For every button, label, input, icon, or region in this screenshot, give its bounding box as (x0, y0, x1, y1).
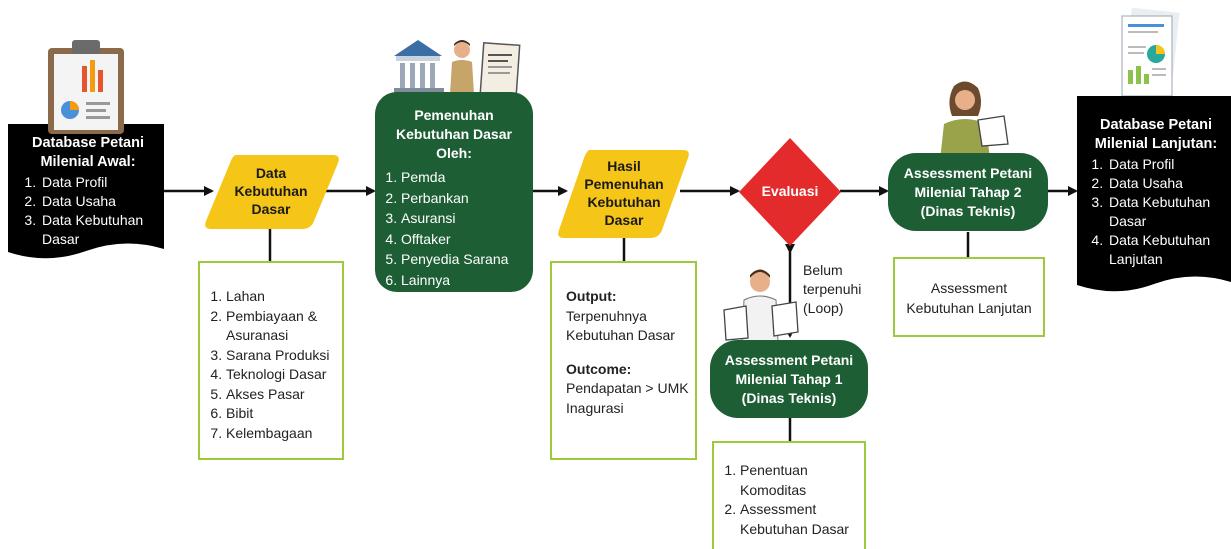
pemenuhan-card: Pemenuhan Kebutuhan Dasar Oleh: Pemda Pe… (375, 92, 533, 292)
end-box-item: Data Profil (1107, 155, 1227, 174)
end-box-title: Database Petani Milenial Lanjutan: (1094, 117, 1218, 152)
list-item: Pembiayaan & Asuranasi (226, 307, 338, 346)
tahap1-pill: Assessment Petani Milenial Tahap 1 (Dina… (710, 340, 868, 418)
start-box-shape (8, 124, 164, 259)
data-kebutuhan-list: Lahan Pembiayaan & Asuranasi Sarana Prod… (200, 287, 338, 443)
loop-label: Belum terpenuhi (Loop) (803, 262, 862, 316)
list-item: Asuransi (401, 208, 533, 229)
tahap1-title: Assessment Petani Milenial Tahap 1 (Dina… (724, 351, 854, 406)
start-box-item: Data Profil (40, 173, 158, 192)
output-title: Output: (566, 288, 617, 304)
list-item: Sarana Produksi (226, 346, 338, 366)
end-box-item: Data Kebutuhan Dasar (1107, 193, 1227, 231)
start-box: Database Petani Milenial Awal: Data Prof… (18, 134, 158, 249)
tahap1-list: Penentuan Komoditas Assessment Kebutuhan… (714, 461, 860, 539)
end-box-list: Data Profil Data Usaha Data Kebutuhan Da… (1085, 155, 1227, 269)
list-item: Teknologi Dasar (226, 365, 338, 385)
start-box-title: Database Petani Milenial Awal: (31, 135, 145, 170)
man-reading-icon (723, 269, 799, 342)
end-box-item: Data Usaha (1107, 174, 1227, 193)
woman-reading-icon (940, 81, 1009, 160)
start-box-list: Data Profil Data Usaha Data Kebutuhan Da… (18, 173, 158, 249)
tahap2-title: Assessment Petani Milenial Tahap 2 (Dina… (903, 164, 1033, 219)
start-box-item: Data Kebutuhan Dasar (40, 211, 158, 249)
list-item: Kelembagaan (226, 424, 338, 444)
hasil-shape (558, 150, 689, 238)
list-item: Penyedia Sarana (401, 249, 533, 270)
data-kebutuhan-list-box: Lahan Pembiayaan & Asuranasi Sarana Prod… (198, 261, 344, 460)
list-item: Akses Pasar (226, 385, 338, 405)
bank-officer-policy-icon (394, 40, 521, 96)
clipboard-chart-icon (48, 40, 124, 134)
hasil-box: Output: Terpenuhnya Kebutuhan Dasar Outc… (550, 261, 697, 460)
list-item: Lahan (226, 287, 338, 307)
end-box: Database Petani Milenial Lanjutan: Data … (1085, 116, 1227, 269)
tahap2-box: Assessment Kebutuhan Lanjutan (893, 257, 1045, 337)
end-box-item: Data Kebutuhan Lanjutan (1107, 231, 1227, 269)
evaluasi-diamond (739, 138, 841, 246)
tahap2-box-text: Assessment Kebutuhan Lanjutan (906, 280, 1032, 316)
list-item: Pemda (401, 167, 533, 188)
outcome-title: Outcome: (566, 360, 632, 377)
outcome-text: Pendapatan > UMK Inagurasi (566, 380, 689, 416)
hasil-label: Hasil Pemenuhan Kebutuhan Dasar (584, 158, 664, 228)
list-item: Bibit (226, 404, 338, 424)
data-kebutuhan-label: Data Kebutuhan Dasar (234, 165, 308, 217)
end-box-shape (1077, 96, 1231, 292)
report-document-icon (1121, 7, 1180, 97)
evaluasi-label: Evaluasi (761, 183, 819, 199)
list-item: Assessment Kebutuhan Dasar (740, 500, 860, 539)
tahap2-pill: Assessment Petani Milenial Tahap 2 (Dina… (888, 153, 1048, 231)
tahap1-list-box: Penentuan Komoditas Assessment Kebutuhan… (712, 441, 866, 549)
list-item: Perbankan (401, 188, 533, 209)
output-text: Terpenuhnya Kebutuhan Dasar (566, 307, 675, 344)
start-box-item: Data Usaha (40, 192, 158, 211)
data-kebutuhan-shape (205, 155, 339, 229)
pemenuhan-list: Pemda Perbankan Asuransi Offtaker Penyed… (375, 167, 533, 290)
list-item: Offtaker (401, 229, 533, 250)
list-item: Penentuan Komoditas (740, 461, 860, 500)
pemenuhan-title: Pemenuhan Kebutuhan Dasar Oleh: (396, 107, 512, 161)
list-item: Lainnya (401, 270, 533, 291)
